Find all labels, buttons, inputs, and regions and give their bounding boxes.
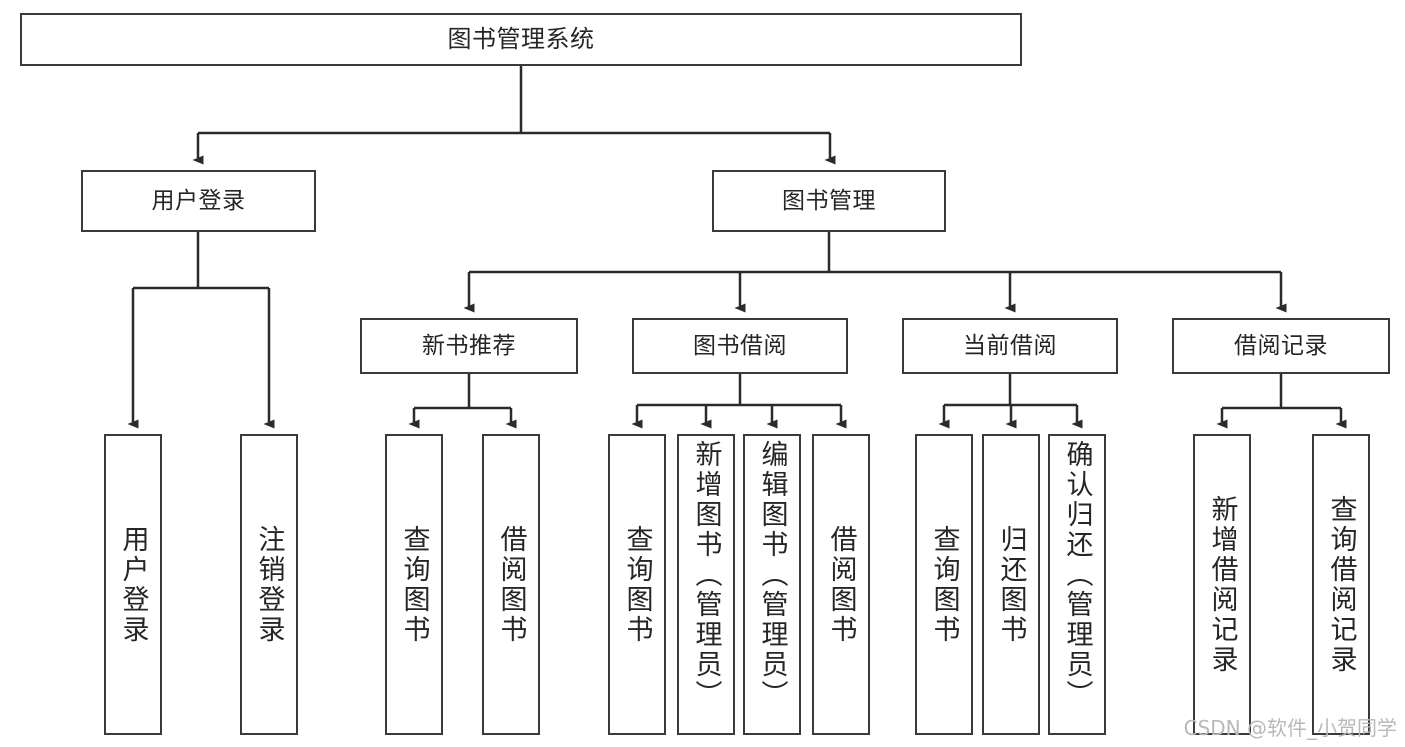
node-label: 新增借阅记录 — [1206, 494, 1238, 675]
node-label: 借阅图书 — [495, 524, 527, 645]
node-label: 借阅图书 — [825, 524, 857, 645]
node-label: 查询图书 — [928, 524, 960, 645]
node-borrow-records[interactable]: 借阅记录 — [1172, 318, 1390, 374]
leaf-add-borrow-record[interactable]: 新增借阅记录 — [1193, 434, 1251, 735]
leaf-logout[interactable]: 注销登录 — [240, 434, 298, 735]
leaf-add-book-admin[interactable]: 新增图书（管理员） — [677, 434, 735, 735]
leaf-return-books[interactable]: 归还图书 — [982, 434, 1040, 735]
node-label: 图书管理系统 — [447, 24, 595, 53]
node-label: 新增图书（管理员） — [690, 440, 722, 710]
node-label: 当前借阅 — [963, 332, 1057, 359]
node-label: 图书管理 — [782, 187, 876, 214]
node-label: 查询借阅记录 — [1325, 494, 1357, 675]
leaf-query-books-borrow[interactable]: 查询图书 — [608, 434, 666, 735]
leaf-query-borrow-record[interactable]: 查询借阅记录 — [1312, 434, 1370, 735]
node-book-management[interactable]: 图书管理 — [712, 170, 946, 232]
node-user-login[interactable]: 用户登录 — [81, 170, 316, 232]
node-label: 归还图书 — [995, 524, 1027, 645]
node-label: 借阅记录 — [1234, 332, 1328, 359]
node-label: 新书推荐 — [422, 332, 516, 359]
leaf-user-login[interactable]: 用户登录 — [104, 434, 162, 735]
leaf-borrow-books-recommend[interactable]: 借阅图书 — [482, 434, 540, 735]
node-new-book-recommendation[interactable]: 新书推荐 — [360, 318, 578, 374]
node-current-borrow[interactable]: 当前借阅 — [902, 318, 1118, 374]
node-label: 图书借阅 — [693, 332, 787, 359]
node-label: 用户登录 — [151, 187, 246, 214]
leaf-confirm-return-admin[interactable]: 确认归还（管理员） — [1048, 434, 1106, 735]
leaf-edit-book-admin[interactable]: 编辑图书（管理员） — [743, 434, 801, 735]
node-label: 注销登录 — [253, 524, 285, 645]
node-label: 确认归还（管理员） — [1061, 440, 1093, 710]
node-label: 查询图书 — [621, 524, 653, 645]
leaf-query-books-recommend[interactable]: 查询图书 — [385, 434, 443, 735]
node-label: 查询图书 — [398, 524, 430, 645]
leaf-query-books-current[interactable]: 查询图书 — [915, 434, 973, 735]
node-label: 用户登录 — [117, 524, 149, 645]
node-book-borrow[interactable]: 图书借阅 — [632, 318, 848, 374]
watermark-text: CSDN @软件_小贺同学 — [1183, 716, 1397, 740]
node-label: 编辑图书（管理员） — [756, 440, 788, 710]
node-root-system[interactable]: 图书管理系统 — [20, 13, 1022, 66]
leaf-borrow-books[interactable]: 借阅图书 — [812, 434, 870, 735]
